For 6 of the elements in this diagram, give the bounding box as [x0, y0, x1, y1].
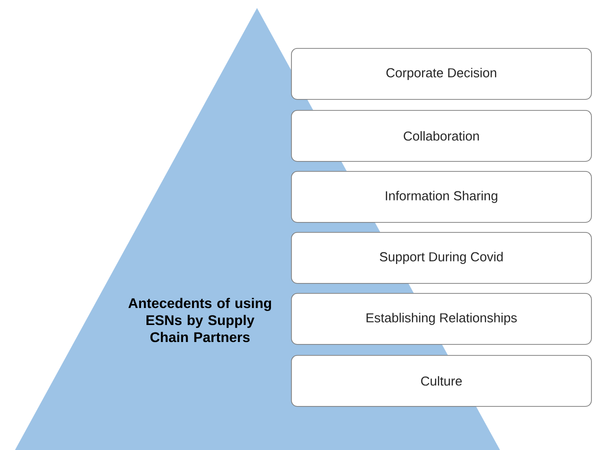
label-box: Collaboration — [291, 110, 592, 162]
label-box: Support During Covid — [291, 232, 592, 284]
label-box: Corporate Decision — [291, 48, 592, 100]
label-box: Information Sharing — [291, 171, 592, 223]
label-box: Establishing Relationships — [291, 293, 592, 345]
label-box: Culture — [291, 355, 592, 407]
